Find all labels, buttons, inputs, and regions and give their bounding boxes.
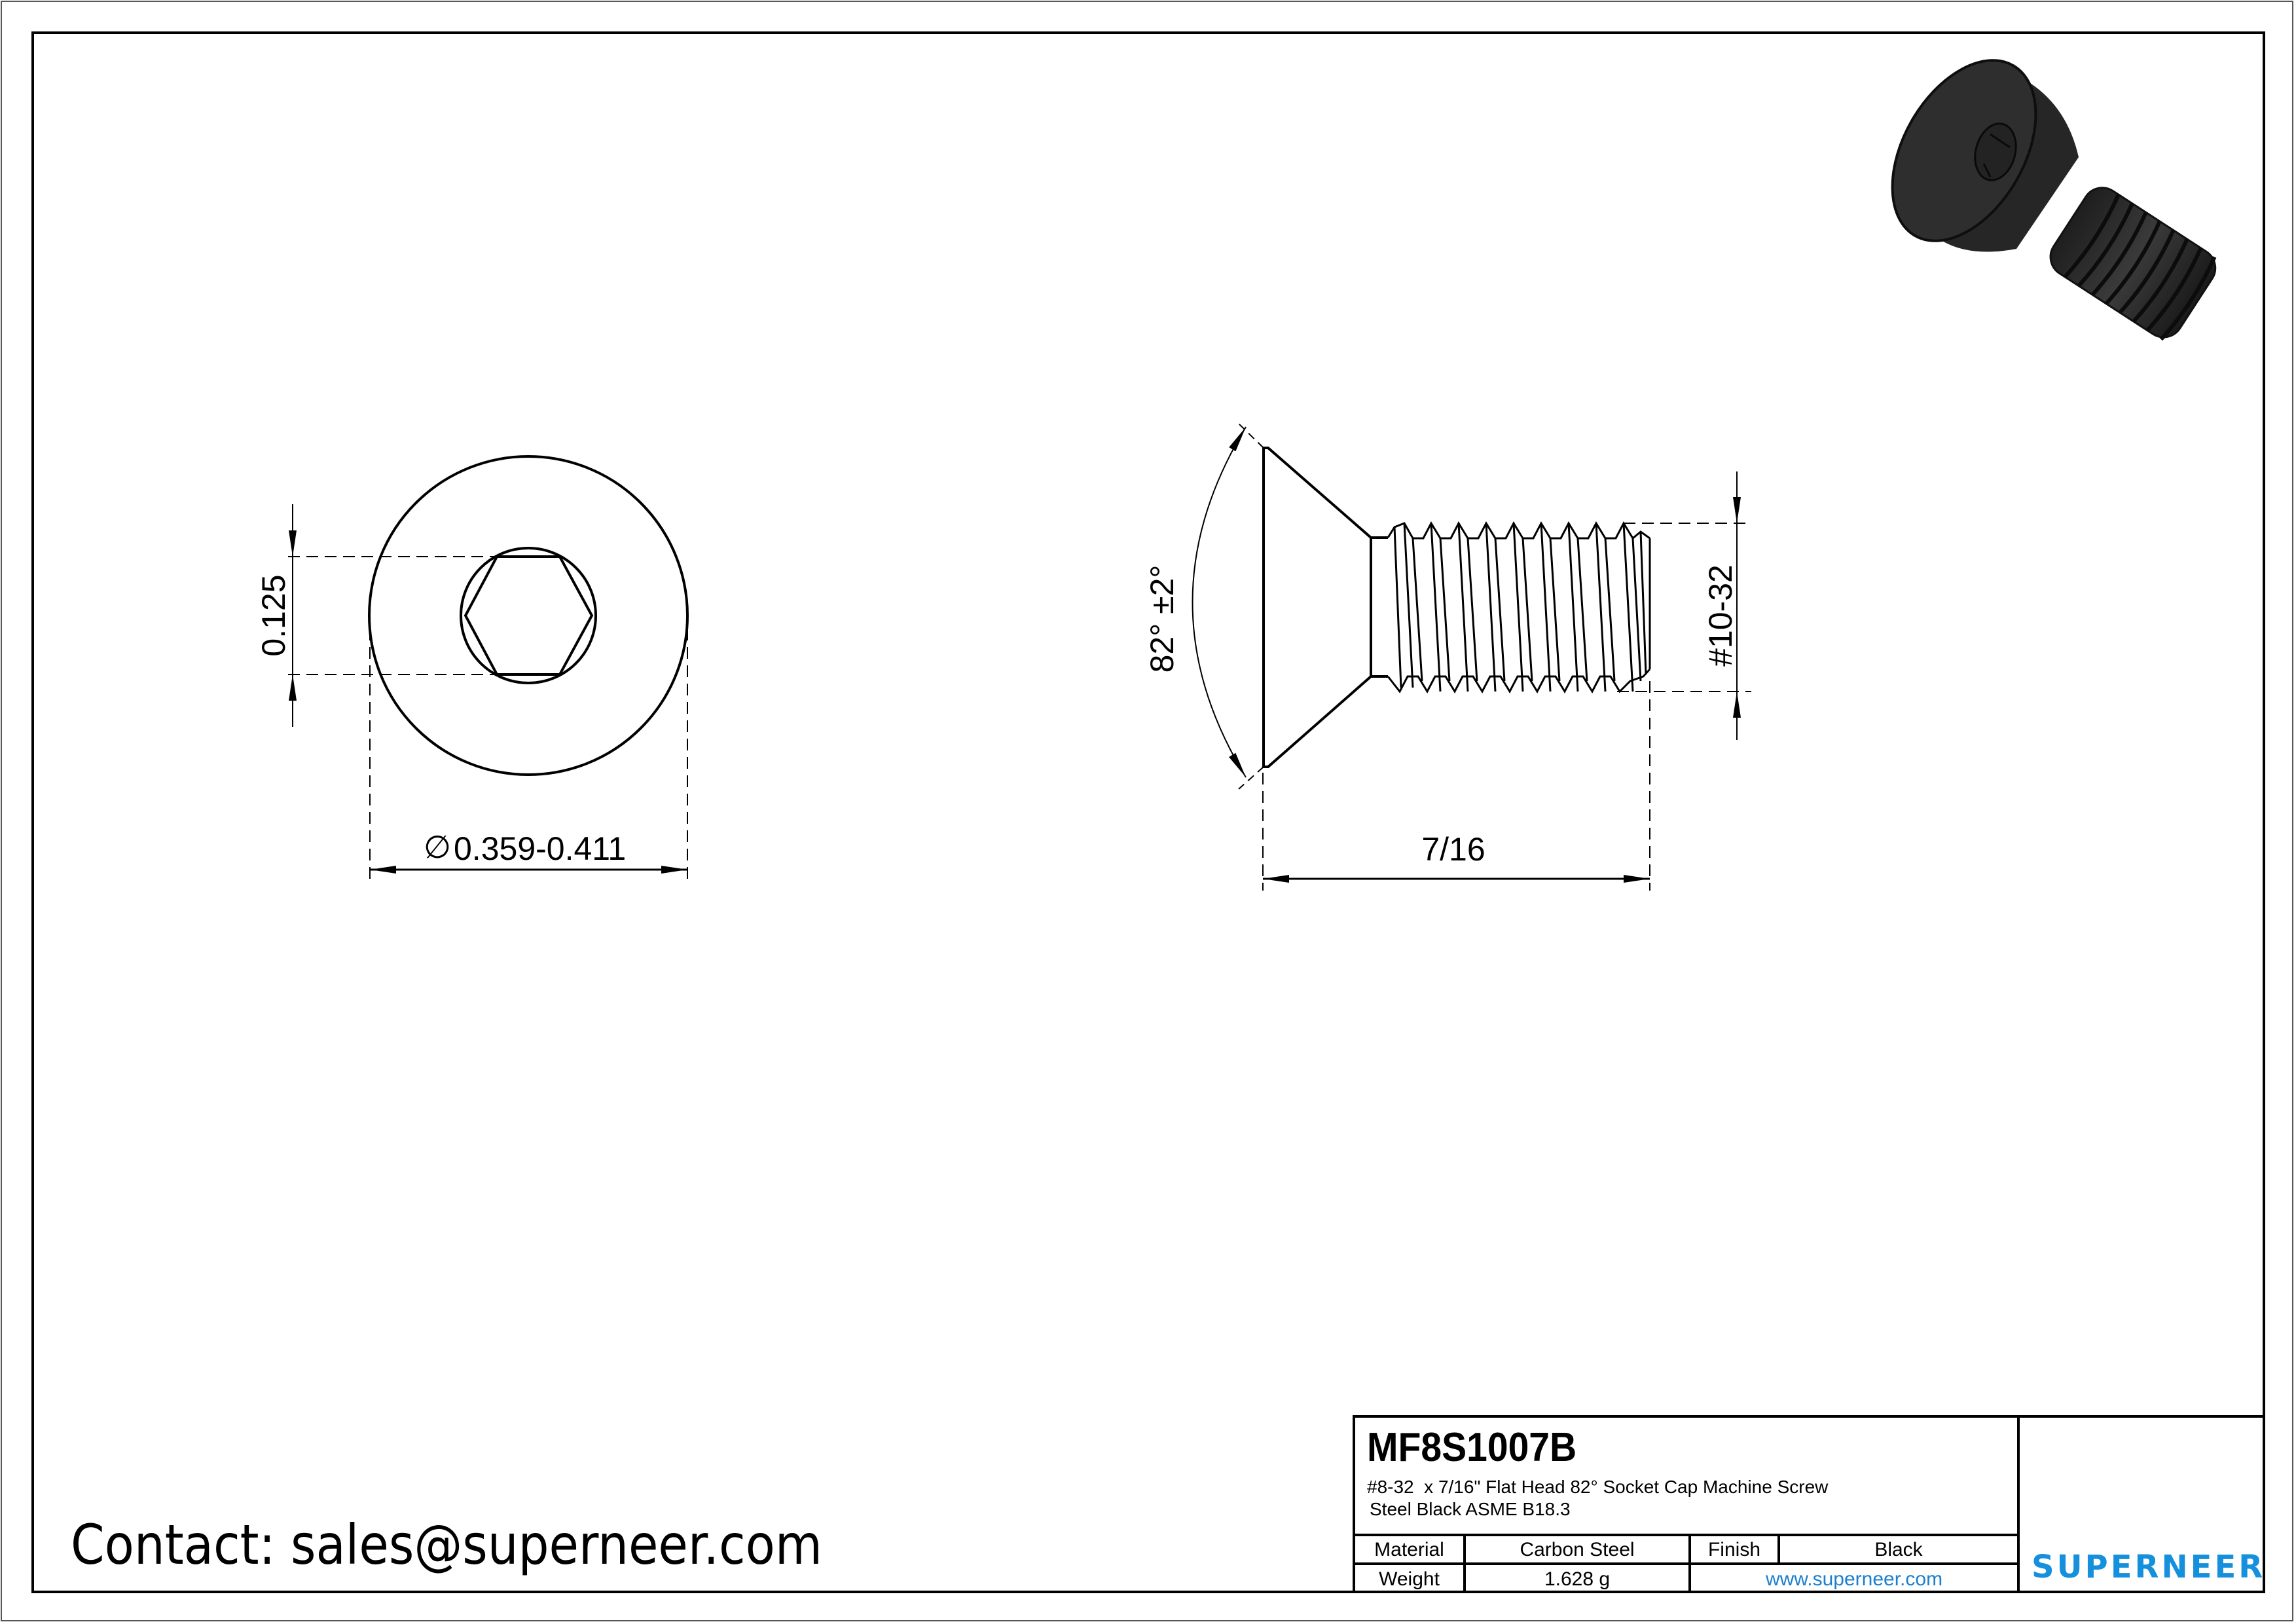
weight-value: 1.628 g: [1463, 1565, 1688, 1593]
description-line-2: Steel Black ASME B18.3: [1370, 1499, 1571, 1519]
website-link[interactable]: www.superneer.com: [1688, 1565, 2017, 1593]
weight-label: Weight: [1379, 1568, 1440, 1590]
finish-value: Black: [1777, 1536, 2017, 1564]
sheet-inner-border: [31, 31, 2265, 1593]
material-label: Material: [1374, 1539, 1444, 1560]
brand-name: SUPERNEER: [2032, 1549, 2266, 1585]
weight-row: Weight 1.628 g www.superneer.com: [1355, 1562, 2017, 1593]
material-value: Carbon Steel: [1463, 1536, 1688, 1564]
socket-circle: [460, 547, 597, 684]
description-line-1: #8-32 x 7/16" Flat Head 82° Socket Cap M…: [1367, 1477, 1829, 1497]
part-number: MF8S1007B: [1367, 1425, 1577, 1470]
material-finish-row: Material Carbon Steel Finish Black: [1355, 1534, 2017, 1564]
front-view: 0.125 ∅ 0.359-0.411: [255, 455, 689, 881]
head-profile: [1262, 447, 1372, 768]
thread-dimension-label: #10-32: [1702, 564, 1739, 667]
diameter-symbol: ∅: [424, 829, 451, 866]
screw-3d-render: [1891, 59, 2217, 341]
angle-arc: [1192, 426, 1247, 778]
head-diameter-label: 0.359-0.411: [454, 830, 626, 867]
title-block: MF8S1007B #8-32 x 7/16" Flat Head 82° So…: [1353, 1415, 2265, 1593]
angle-dimension-label: 82° ±2°: [1144, 565, 1180, 673]
socket-dimension-label: 0.125: [255, 574, 292, 656]
title-block-info: MF8S1007B #8-32 x 7/16" Flat Head 82° So…: [1355, 1418, 2020, 1593]
contact-email[interactable]: Contact: sales@superneer.com: [71, 1513, 822, 1577]
head-outline: [368, 455, 689, 776]
length-dimension-label: 7/16: [1421, 831, 1485, 868]
title-block-logo: SUPERNEER: [2017, 1418, 2263, 1591]
finish-label: Finish: [1688, 1536, 1777, 1564]
hex-socket: [464, 555, 594, 676]
side-view: 82° ±2° 7/16 #10-32: [1144, 422, 1751, 891]
thread: [1387, 521, 1651, 694]
